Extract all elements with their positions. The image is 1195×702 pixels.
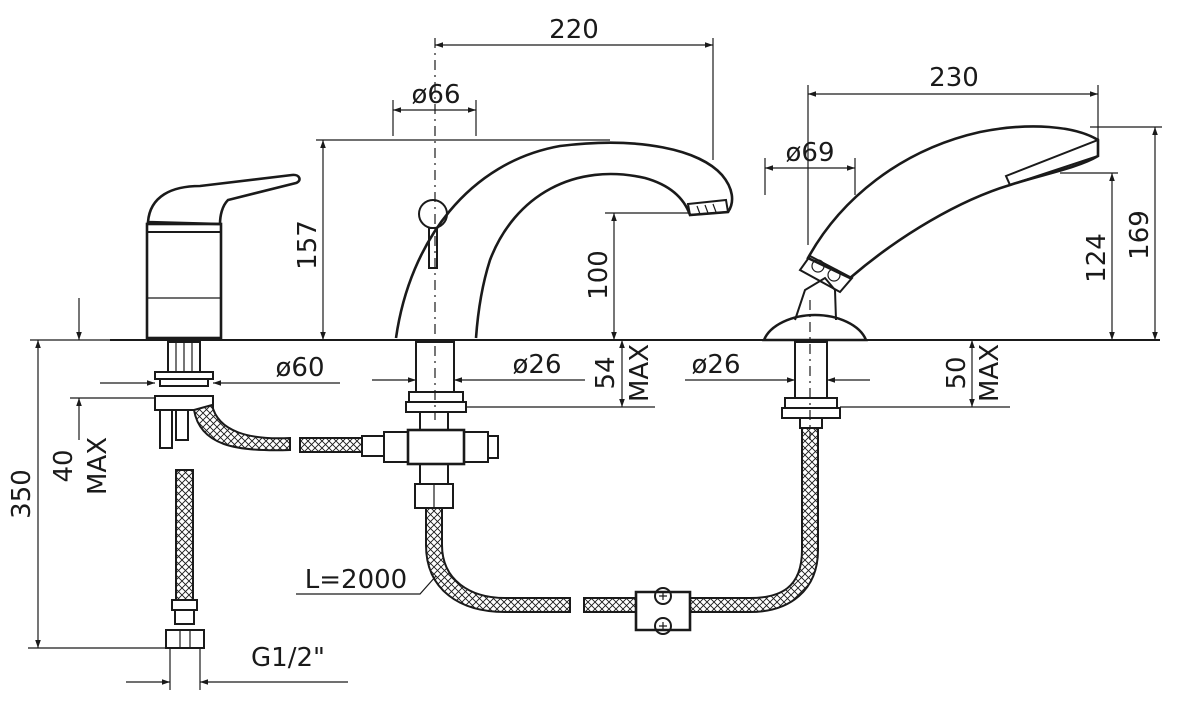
bath-spout	[361, 38, 734, 613]
dimension-spout-base-diameter: ø66	[392, 80, 477, 136]
label-spout-base-diameter: ø66	[412, 80, 461, 110]
label-spout-deck-max: MAX	[625, 344, 655, 402]
dimension-shower-deck-thickness: 50 MAX	[840, 340, 1010, 408]
dimension-spout-outlet-height: 100	[584, 212, 690, 340]
dimension-shower-outlet-height: 124	[1060, 172, 1118, 340]
dimension-shower-reach: 230	[807, 63, 1099, 245]
single-lever-mixer	[145, 173, 363, 649]
label-shower-total-height: 169	[1125, 210, 1155, 260]
label-shower-hose-length: L=2000	[305, 565, 407, 595]
label-spout-deck-thickness: 54	[591, 356, 621, 389]
dimension-spout-shank-diameter: ø26	[372, 350, 585, 383]
label-mixer-deck-max: MAX	[83, 437, 113, 495]
label-flexible-hose-length: 350	[7, 469, 37, 519]
label-mixer-base-diameter: ø60	[276, 353, 325, 383]
label-spout-outlet-height: 100	[584, 250, 614, 300]
dimension-shower-shank-diameter: ø26	[685, 350, 870, 383]
dimension-shower-holder-diameter: ø69	[764, 138, 856, 195]
dimension-connection-thread: G1/2"	[126, 643, 348, 690]
dimension-spout-reach: 220	[435, 15, 714, 160]
label-shower-deck-max: MAX	[975, 344, 1005, 402]
label-spout-shank-diameter: ø26	[513, 350, 562, 380]
label-shower-deck-thickness: 50	[942, 356, 972, 389]
label-shower-reach: 230	[929, 63, 979, 93]
dimension-flexible-hose-length: 350	[7, 340, 166, 649]
dimension-shower-total-height: 169	[1090, 126, 1162, 340]
dimension-mixer-deck-thickness: 40 MAX	[49, 298, 155, 495]
dimension-spout-deck-thickness: 54 MAX	[466, 340, 655, 408]
label-shower-outlet-height: 124	[1082, 233, 1112, 283]
label-shower-holder-diameter: ø69	[786, 138, 835, 168]
label-connection-thread: G1/2"	[251, 643, 325, 673]
dimension-shower-hose-length: L=2000	[296, 565, 437, 595]
label-shower-shank-diameter: ø26	[692, 350, 741, 380]
label-spout-height: 157	[293, 220, 323, 270]
label-spout-reach: 220	[549, 15, 599, 45]
dimension-mixer-base-diameter: ø60	[100, 353, 340, 386]
dimension-spout-height: 157	[293, 139, 610, 340]
label-mixer-deck-thickness: 40	[49, 449, 79, 482]
